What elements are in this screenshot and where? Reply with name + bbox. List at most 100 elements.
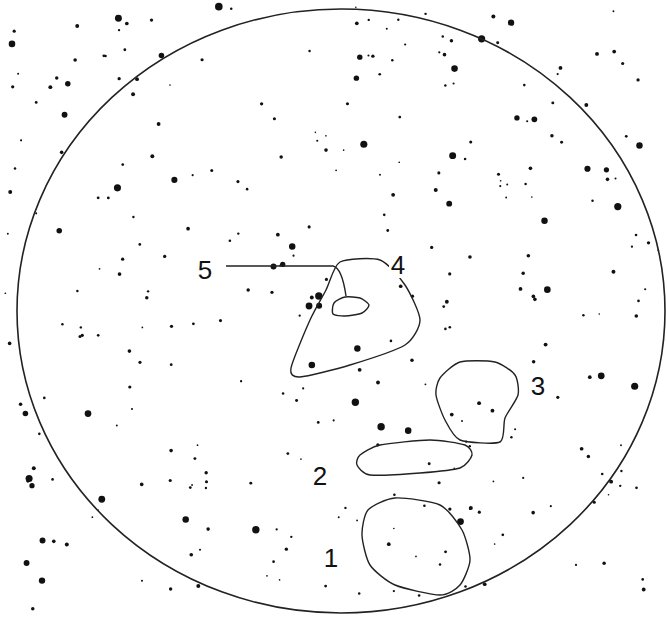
speck bbox=[85, 410, 92, 417]
speck bbox=[29, 483, 34, 488]
speck bbox=[131, 408, 133, 410]
speck bbox=[446, 201, 452, 207]
speck bbox=[150, 154, 154, 158]
speck bbox=[308, 225, 311, 228]
speck bbox=[357, 54, 362, 59]
speck bbox=[418, 594, 421, 597]
speck bbox=[91, 516, 93, 518]
speck bbox=[551, 101, 554, 104]
speck bbox=[494, 543, 496, 545]
speck bbox=[533, 298, 537, 302]
speck bbox=[398, 161, 400, 163]
speck bbox=[430, 246, 433, 249]
speck bbox=[276, 233, 280, 237]
speck bbox=[619, 485, 621, 487]
speck bbox=[9, 41, 16, 48]
speck bbox=[210, 169, 213, 172]
speck bbox=[150, 18, 153, 21]
speck bbox=[189, 553, 193, 557]
speck bbox=[132, 216, 134, 218]
speck bbox=[290, 536, 292, 538]
speck bbox=[26, 475, 33, 482]
speck bbox=[159, 53, 165, 59]
speck bbox=[625, 135, 628, 138]
speck bbox=[478, 511, 481, 514]
region-border bbox=[362, 498, 470, 595]
speck bbox=[410, 358, 414, 362]
speck bbox=[170, 363, 173, 366]
speck bbox=[439, 563, 442, 566]
speck bbox=[39, 577, 45, 583]
speck bbox=[354, 75, 359, 80]
speck bbox=[575, 564, 577, 566]
speck bbox=[637, 300, 640, 303]
speck bbox=[252, 526, 259, 533]
speck bbox=[333, 419, 335, 421]
speck bbox=[391, 59, 394, 62]
speck bbox=[449, 152, 456, 159]
region-outline: 1 bbox=[359, 495, 474, 599]
speck bbox=[344, 507, 346, 509]
speck bbox=[468, 255, 472, 259]
speck bbox=[434, 188, 438, 192]
region-border bbox=[332, 297, 369, 316]
callout-number: 3 bbox=[529, 373, 547, 399]
speck bbox=[378, 73, 381, 76]
speck bbox=[442, 35, 444, 37]
speck bbox=[415, 556, 417, 558]
speck bbox=[428, 462, 431, 465]
speck bbox=[131, 92, 135, 96]
speck bbox=[368, 19, 370, 21]
speck bbox=[272, 560, 275, 563]
speck bbox=[35, 101, 38, 104]
speck bbox=[580, 447, 584, 451]
speck bbox=[584, 103, 588, 107]
leader-line bbox=[226, 266, 346, 296]
speck bbox=[398, 116, 401, 119]
speck bbox=[606, 178, 610, 182]
speck bbox=[390, 340, 393, 343]
speck bbox=[608, 494, 610, 496]
speck bbox=[644, 288, 646, 290]
speck bbox=[636, 78, 639, 81]
speck bbox=[631, 246, 633, 248]
speck bbox=[636, 142, 642, 148]
speck bbox=[302, 387, 304, 389]
speck bbox=[524, 183, 526, 185]
speck bbox=[584, 166, 590, 172]
speck bbox=[169, 587, 172, 590]
region-outline: 2 bbox=[354, 437, 476, 479]
speck bbox=[514, 428, 516, 430]
speck bbox=[595, 52, 599, 56]
speck bbox=[612, 10, 614, 12]
speck bbox=[26, 480, 29, 483]
speck bbox=[249, 482, 252, 485]
speck bbox=[620, 470, 622, 472]
speck bbox=[529, 166, 533, 170]
speck bbox=[246, 288, 249, 291]
speck bbox=[169, 84, 171, 86]
speck bbox=[230, 8, 233, 11]
speck bbox=[335, 169, 337, 171]
speck bbox=[141, 327, 143, 329]
speck bbox=[125, 22, 129, 26]
callout-number: 2 bbox=[311, 463, 329, 489]
speck bbox=[499, 185, 501, 187]
field-circle bbox=[17, 9, 665, 613]
callout-number: 4 bbox=[389, 252, 407, 278]
speck bbox=[367, 54, 369, 56]
speck bbox=[292, 255, 294, 257]
speck bbox=[514, 115, 519, 120]
outline-svg bbox=[432, 358, 522, 446]
speck bbox=[205, 487, 207, 489]
speck bbox=[141, 580, 143, 582]
speck bbox=[80, 326, 82, 328]
speck bbox=[591, 199, 594, 202]
speck bbox=[469, 506, 473, 510]
speck bbox=[279, 579, 281, 581]
speck bbox=[477, 401, 481, 405]
specks bbox=[4, 3, 659, 611]
speck bbox=[325, 135, 327, 137]
speck bbox=[438, 51, 440, 53]
